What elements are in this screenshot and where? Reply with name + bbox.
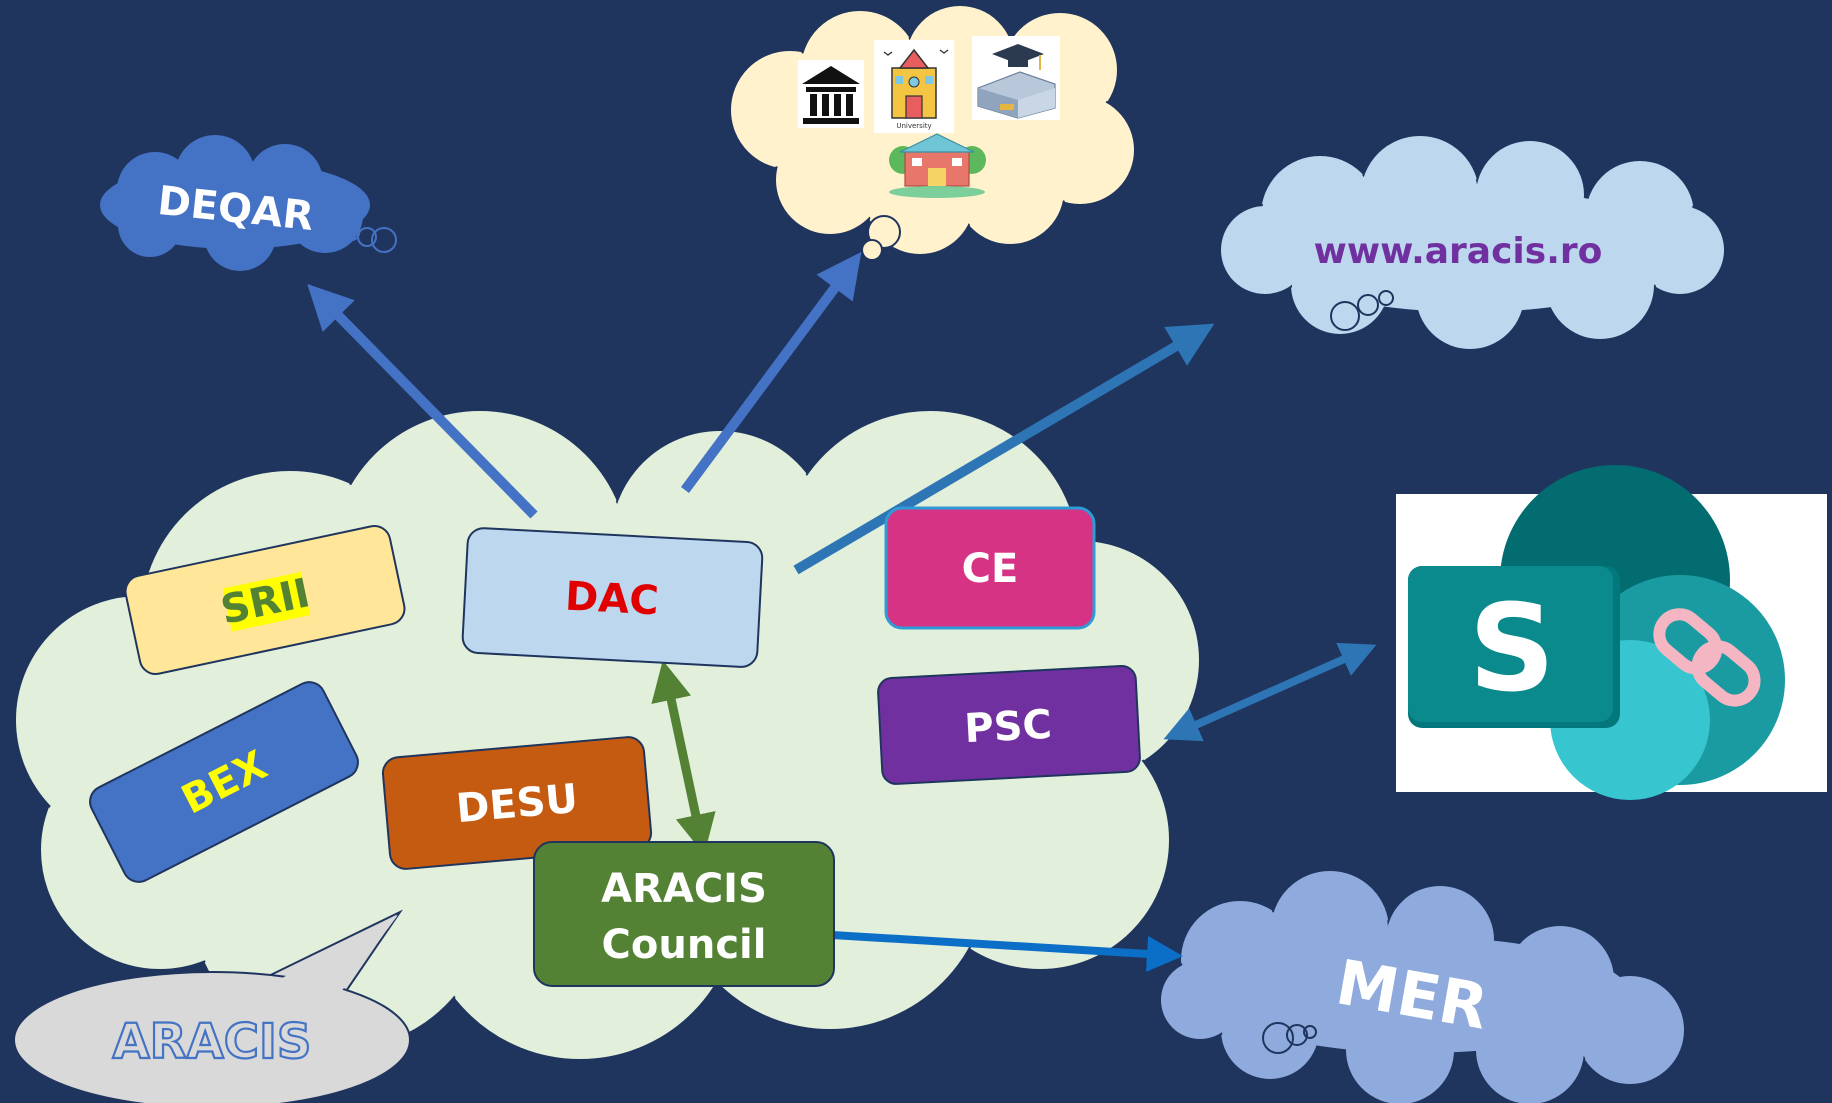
dac-label: DAC <box>564 574 660 625</box>
aracis-council-label-line2: Council <box>602 922 767 968</box>
mer-cloud[interactable]: MER <box>1159 869 1686 1103</box>
psc-label: PSC <box>963 702 1053 753</box>
website-label[interactable]: www.aracis.ro <box>1314 231 1603 272</box>
institutions-cloud: University <box>729 4 1136 261</box>
desu-label: DESU <box>454 776 579 832</box>
desu-box[interactable]: DESU <box>381 736 653 870</box>
bank-building-icon <box>798 60 864 128</box>
aracis-callout-label: ARACIS <box>113 1014 312 1070</box>
arrow-to-mer <box>831 931 1183 972</box>
arrow-psc-sharepoint <box>1163 642 1377 742</box>
sharepoint-logo-icon[interactable]: S <box>1396 465 1827 800</box>
psc-box[interactable]: PSC <box>877 664 1141 785</box>
aracis-callout: ARACIS <box>13 909 411 1103</box>
sharepoint-letter: S <box>1469 580 1555 719</box>
arrow-to-deqar <box>307 283 538 519</box>
dac-box[interactable]: DAC <box>461 527 764 668</box>
srii-box[interactable]: SRII <box>123 523 408 677</box>
university-caption: University <box>896 122 931 130</box>
aracis-council-label-line1: ARACIS <box>601 866 767 912</box>
arrow-dac-council <box>651 660 716 855</box>
deqar-cloud[interactable]: DEQAR <box>100 135 397 271</box>
arrow-to-institutions <box>680 251 862 493</box>
arrows <box>307 251 1377 972</box>
website-cloud[interactable]: www.aracis.ro <box>1219 134 1726 351</box>
aracis-council-box[interactable]: ARACIS Council <box>533 841 835 987</box>
arrow-to-website <box>793 323 1215 575</box>
bex-box[interactable]: BEX <box>85 677 364 888</box>
ce-label: CE <box>962 546 1019 592</box>
ce-box[interactable]: CE <box>884 506 1096 630</box>
school-building-icon <box>889 133 986 198</box>
chain-link-icon <box>1653 608 1761 707</box>
graduation-building-icon <box>972 36 1060 120</box>
university-building-icon: University <box>874 40 954 133</box>
